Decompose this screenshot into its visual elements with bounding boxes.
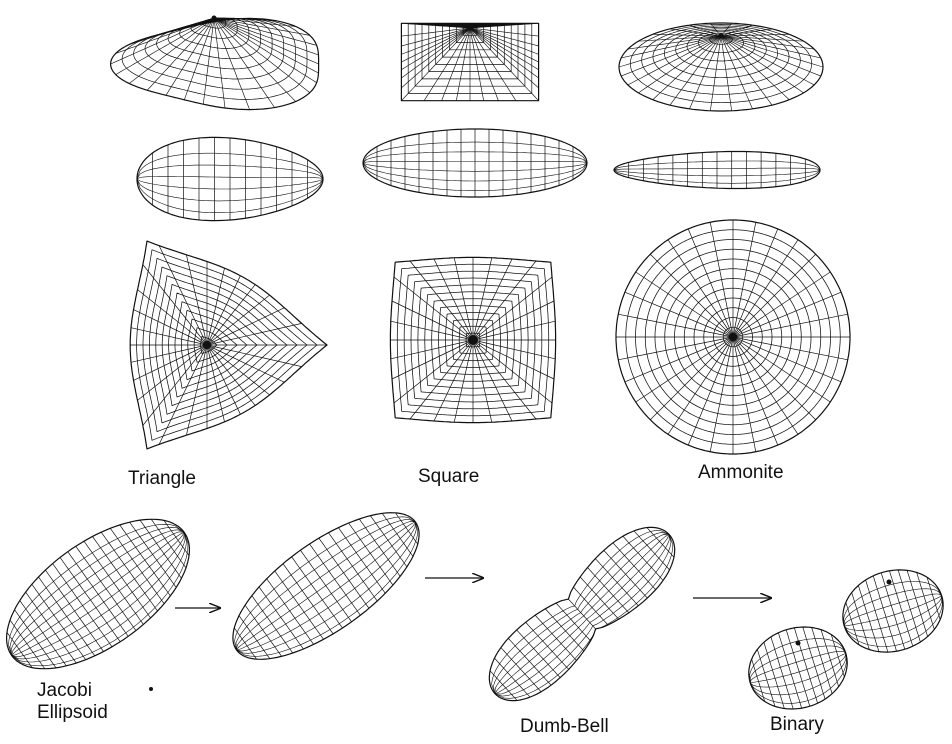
label-jacobi-line1: Jacobi [37,680,157,702]
label-jacobi-ellipsoid: Jacobi Ellipsoid [37,680,157,724]
triangle-top-view [130,241,327,449]
binary-star-lower [749,627,847,709]
square-top-view [390,257,555,422]
label-ammonite: Ammonite [698,462,784,484]
triangle-oblique-view [111,16,319,110]
jacobi-ellipsoid-1 [7,519,190,668]
ammonite-oblique-view [619,23,823,111]
dumb-bell-shape [489,527,674,700]
square-side-view [363,129,587,197]
label-dumb-bell: Dumb-Bell [520,716,609,738]
ammonite-top-view [616,220,850,454]
label-triangle: Triangle [128,468,196,490]
jacobi-ellipsoid-2 [233,513,419,660]
label-binary: Binary [770,714,824,736]
label-jacobi-line2: Ellipsoid [37,702,157,724]
square-oblique-view [401,23,538,100]
ammonite-side-view [614,152,820,189]
label-square: Square [418,466,479,488]
binary-star-upper [843,570,943,652]
triangle-side-view [137,137,323,220]
